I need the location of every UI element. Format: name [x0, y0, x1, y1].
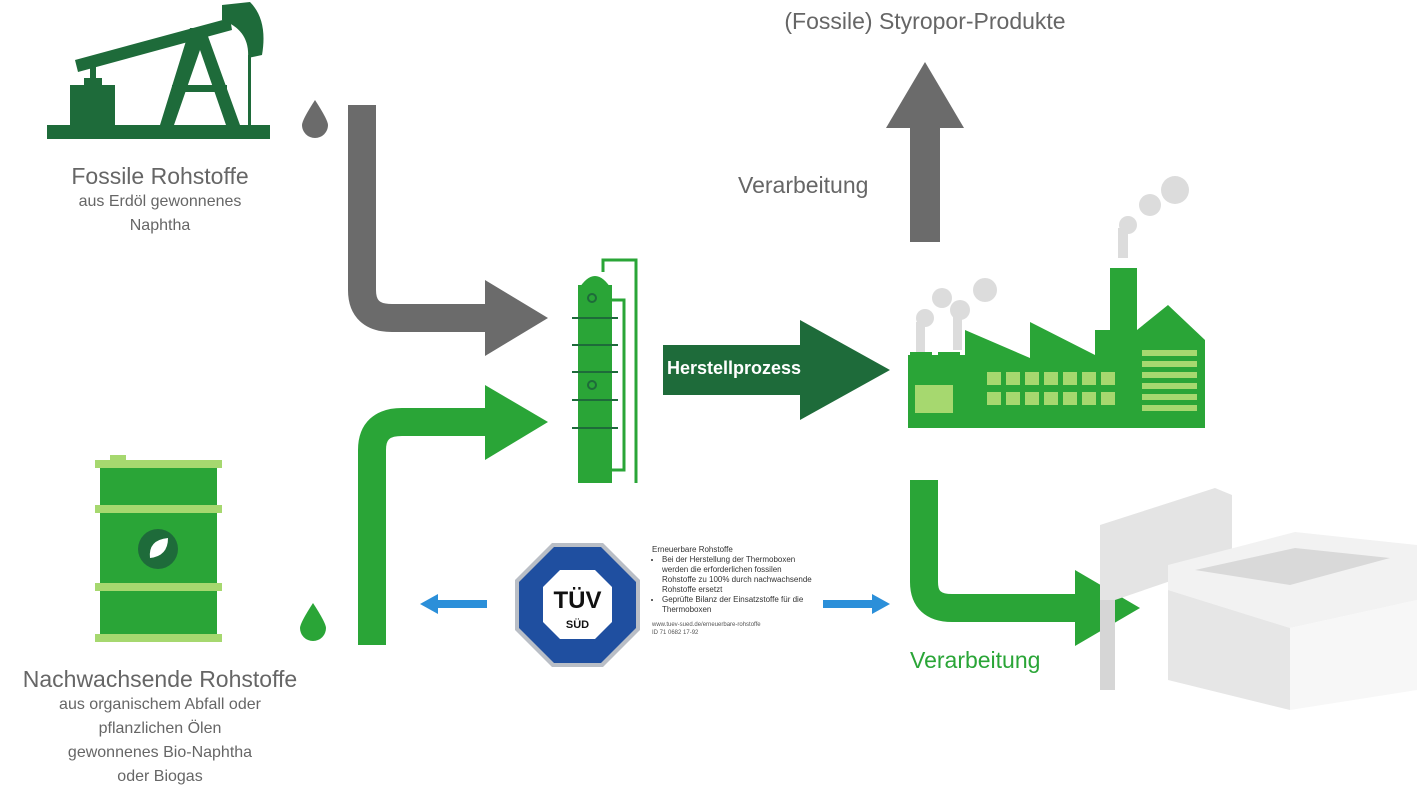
- blue-arrow-right: [823, 594, 890, 614]
- distillation-column-icon: [572, 258, 638, 483]
- renewable-flow-arrow: [358, 408, 495, 645]
- factory-window: [1142, 361, 1197, 367]
- process-arrow: [663, 320, 890, 420]
- fossil-line: Naphtha: [129, 217, 191, 234]
- factory-window: [1044, 372, 1058, 385]
- factory-window: [1025, 392, 1039, 405]
- fossil-label: Fossile Rohstoffe aus Erdöl gewonnenes N…: [30, 163, 290, 238]
- factory-window: [1025, 372, 1039, 385]
- factory-window: [1142, 372, 1197, 378]
- renewable-title: Nachwachsende Rohstoffe: [22, 666, 298, 692]
- tuv-sud-logo: TÜV SÜD: [515, 543, 640, 667]
- renewable-label: Nachwachsende Rohstoffe aus organischem …: [0, 666, 320, 789]
- factory-window: [1063, 372, 1077, 385]
- bio-droplet-icon: [300, 603, 326, 641]
- fossil-products-title: (Fossile) Styropor-Produkte: [784, 8, 1066, 34]
- oil-droplet-icon: [302, 100, 328, 138]
- factory-window: [1082, 392, 1096, 405]
- factory-window: [1142, 394, 1197, 400]
- tuv-id: ID 71 0682 17-92: [652, 630, 699, 636]
- factory-window: [1082, 372, 1096, 385]
- factory-window: [1101, 372, 1115, 385]
- tuv-heading: Erneuerbare Rohstoffe: [652, 545, 733, 554]
- factory-icon: [908, 176, 1205, 428]
- tuv-bullet: Geprüfte Bilanz der Einsatzstoffe für di…: [662, 595, 812, 615]
- factory-window: [1006, 392, 1020, 405]
- svg-text:SÜD: SÜD: [566, 618, 589, 631]
- factory-window: [1142, 350, 1197, 356]
- tuv-bullet: Bei der Herstellung der Thermoboxen werd…: [662, 555, 812, 595]
- factory-window: [987, 372, 1001, 385]
- renewable-processing-arrow: [910, 480, 1080, 622]
- factory-window: [1142, 405, 1197, 411]
- fossil-flow-arrow: [348, 105, 495, 332]
- renewable-line: oder Biogas: [117, 768, 203, 785]
- blue-arrow-left: [420, 594, 487, 614]
- renewable-line: aus organischem Abfall oder: [59, 696, 261, 713]
- bio-barrel-icon: [95, 455, 222, 642]
- renewable-line: pflanzlichen Ölen: [98, 720, 222, 737]
- factory-window: [1142, 383, 1197, 389]
- fossil-title: Fossile Rohstoffe: [71, 163, 249, 189]
- fossil-processing-label: Verarbeitung: [738, 172, 869, 198]
- tuv-url: www.tuev-sued.de/erneuerbare-rohstoffe: [652, 622, 761, 628]
- oil-pump-icon: [47, 2, 270, 139]
- factory-window: [1101, 392, 1115, 405]
- factory-window: [987, 392, 1001, 405]
- factory-window: [1044, 392, 1058, 405]
- renewable-processing-label: Verarbeitung: [910, 647, 1041, 673]
- tuv-certificate-text: Erneuerbare Rohstoffe Bei der Herstellun…: [652, 545, 812, 637]
- styrofoam-box-icon: [1100, 488, 1417, 710]
- fossil-line: aus Erdöl gewonnenes: [78, 193, 242, 210]
- factory-window: [1006, 372, 1020, 385]
- renewable-line: gewonnenes Bio-Naphtha: [67, 744, 253, 761]
- svg-text:TÜV: TÜV: [554, 587, 602, 614]
- process-label: Herstellprozess: [666, 358, 802, 378]
- fossil-processing-arrow: [886, 62, 964, 242]
- factory-window: [1063, 392, 1077, 405]
